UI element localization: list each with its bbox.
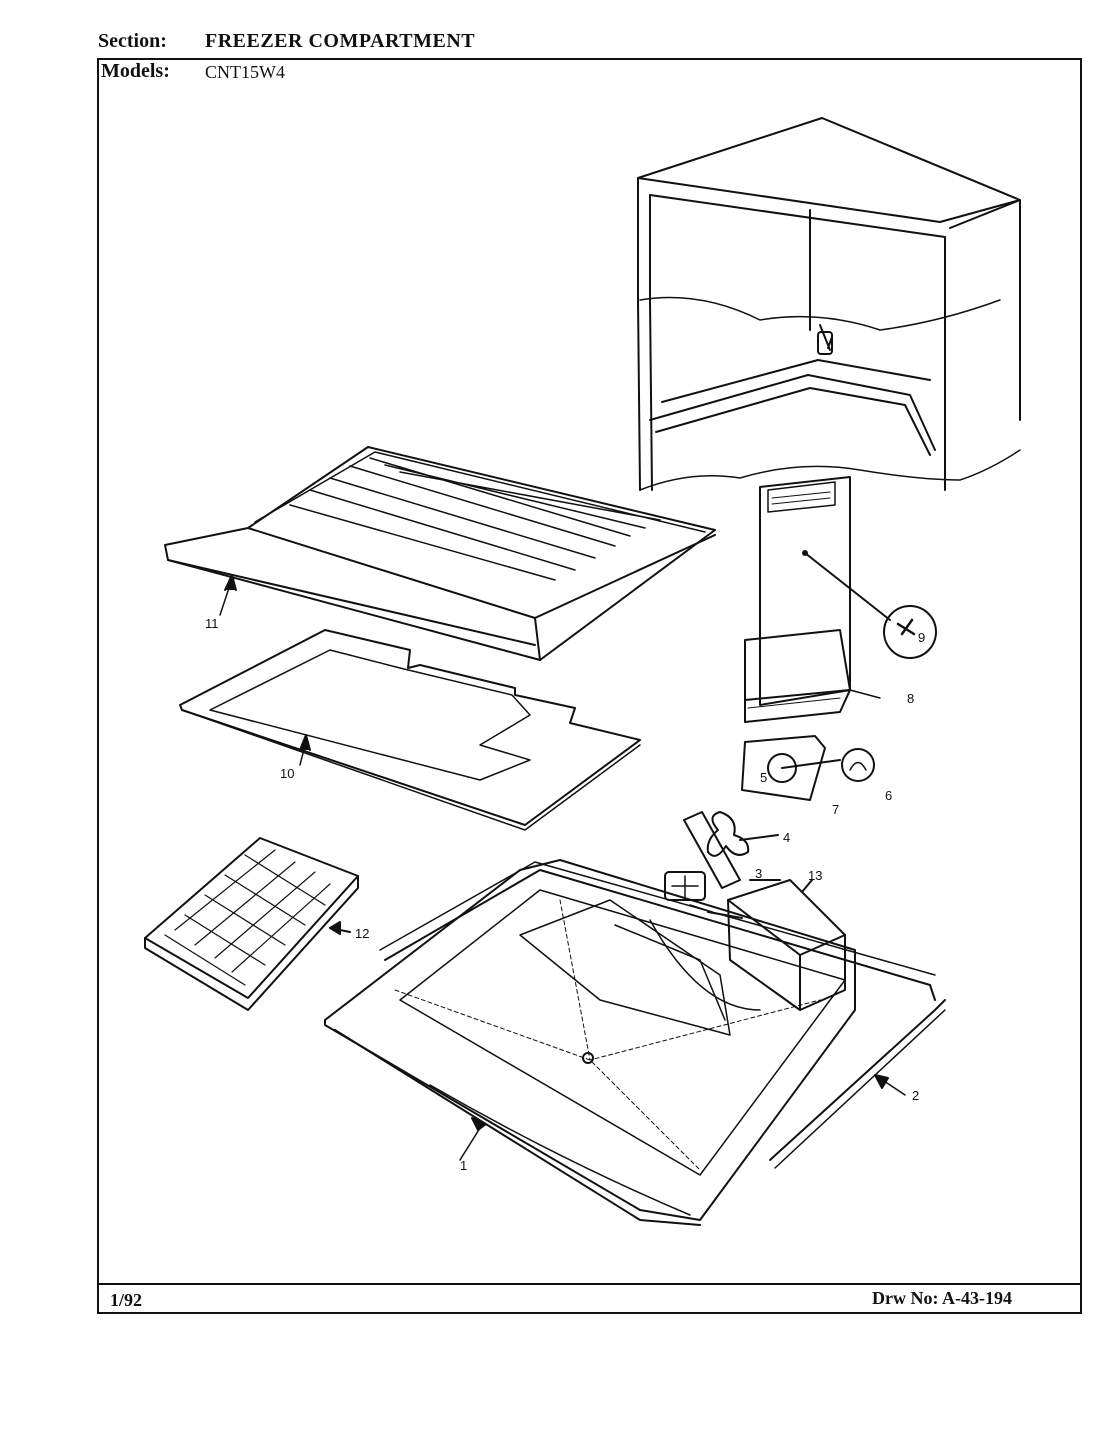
callout-13: 13 [808, 868, 822, 883]
models-value: CNT15W4 [205, 62, 285, 82]
callout-11: 11 [205, 616, 219, 631]
callout-12: 12 [355, 926, 369, 941]
callout-2: 2 [912, 1088, 919, 1103]
callout-10: 10 [280, 766, 294, 781]
callout-7: 7 [832, 802, 839, 817]
callout-6: 6 [885, 788, 892, 803]
drawing-date: 1/92 [110, 1290, 143, 1310]
callout-3: 3 [755, 866, 762, 881]
part-11-shelf [164, 446, 716, 661]
footer-divider [97, 1283, 1082, 1285]
part-2-strips [379, 861, 946, 1169]
callout-8: 8 [907, 691, 914, 706]
part-10-liner [179, 629, 641, 831]
section-value: FREEZER COMPARTMENT [205, 30, 476, 52]
part-8-evaporator-cover [744, 476, 937, 723]
section-label: Section: [98, 30, 167, 52]
callout-1: 1 [460, 1158, 467, 1173]
cabinet-drawing [637, 117, 1021, 491]
callout-9: 9 [918, 630, 925, 645]
drawing-frame [97, 58, 1082, 1314]
fan-assembly-parts [664, 735, 875, 919]
models-label: Models: [101, 60, 170, 82]
callout-5: 5 [760, 770, 767, 785]
part-1-pan [324, 859, 856, 1226]
drawing-number: Drw No: A-43-194 [872, 1288, 1012, 1308]
part-13 [727, 879, 846, 1011]
part-12-ice-tray [144, 837, 359, 1011]
callout-4: 4 [783, 830, 790, 845]
